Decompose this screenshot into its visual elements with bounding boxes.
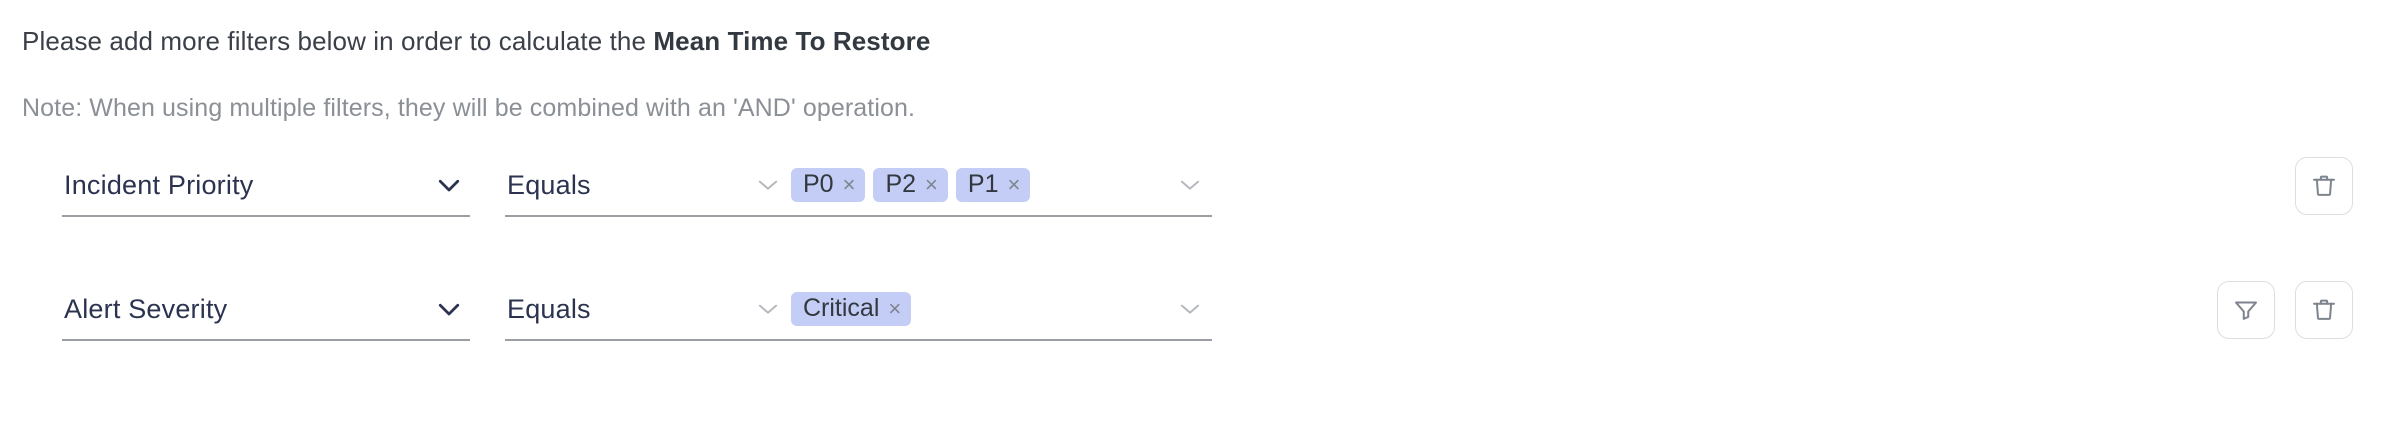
filter-row: Incident Priority Equals P0 × [0,155,2408,279]
metric-name: Mean Time To Restore [653,26,931,56]
page-title-text: Please add more filters below in order t… [22,26,654,56]
filter-operator-select[interactable]: Equals [505,279,790,341]
chevron-down-icon[interactable] [434,294,464,324]
value-chip[interactable]: P0 × [791,168,866,202]
trash-icon [2309,295,2339,325]
filter-field-select[interactable]: Incident Priority [62,155,470,217]
filter-field-value: Incident Priority [64,169,254,200]
value-chip-label: P2 [885,170,917,198]
filter-row-actions [2295,155,2408,217]
filter-operator-value: Equals [507,293,591,324]
chevron-down-icon[interactable] [754,170,784,200]
delete-filter-button[interactable] [2295,157,2353,215]
value-chip-label: P0 [803,170,834,198]
close-icon[interactable]: × [925,171,938,197]
value-chip-label: Critical [803,294,880,322]
filter-field-value: Alert Severity [64,293,228,324]
filter-field-select[interactable]: Alert Severity [62,279,470,341]
filter-row-actions [2217,279,2408,341]
page-title: Please add more filters below in order t… [22,26,930,56]
filter-rows: Incident Priority Equals P0 × [0,155,2408,403]
close-icon[interactable]: × [1007,171,1021,197]
value-chip-label: P1 [967,170,999,198]
funnel-icon [2231,295,2261,325]
close-icon[interactable]: × [888,295,902,321]
value-chip[interactable]: P2 × [873,168,948,202]
filter-operator-value: Equals [507,169,591,200]
value-chip[interactable]: P1 × [955,168,1031,202]
chevron-down-icon[interactable] [1176,294,1206,324]
add-filter-button[interactable] [2217,281,2275,339]
filters-note: Note: When using multiple filters, they … [22,94,916,122]
filter-operator-select[interactable]: Equals [505,155,790,217]
filter-value-chips: P0 × P2 × P1 × [791,168,1076,202]
filter-value-multiselect[interactable]: Critical × [785,279,1212,341]
close-icon[interactable]: × [842,171,856,197]
value-chip[interactable]: Critical × [791,292,912,326]
chevron-down-icon[interactable] [754,294,784,324]
chevron-down-icon[interactable] [434,170,464,200]
trash-icon [2309,171,2339,201]
chevron-down-icon[interactable] [1176,170,1206,200]
delete-filter-button[interactable] [2295,281,2353,339]
filter-row: Alert Severity Equals Critical × [0,279,2408,403]
filter-value-chips: Critical × [791,292,957,326]
filter-value-multiselect[interactable]: P0 × P2 × P1 × [785,155,1212,217]
